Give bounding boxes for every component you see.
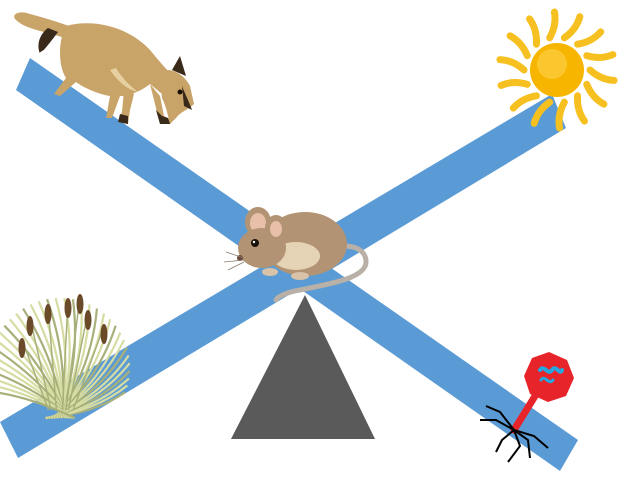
sun-ray (530, 19, 537, 44)
sun-ray (510, 36, 527, 56)
cattail-head (45, 304, 52, 324)
sun-ray (564, 17, 579, 38)
cattail-head (27, 316, 34, 336)
sun-ray (578, 32, 601, 44)
cattail-head (65, 298, 72, 318)
sun-ray (587, 84, 604, 104)
sun-ray (587, 55, 613, 58)
cattail-head (85, 310, 92, 330)
sun-ray (577, 96, 584, 121)
sun-ray (501, 83, 527, 86)
cattail-head (77, 294, 84, 314)
cattail-head (101, 324, 108, 344)
sun-ray (500, 60, 524, 70)
cattail-head (19, 338, 26, 358)
sun-ray (550, 12, 555, 38)
sun-ray (590, 70, 614, 80)
